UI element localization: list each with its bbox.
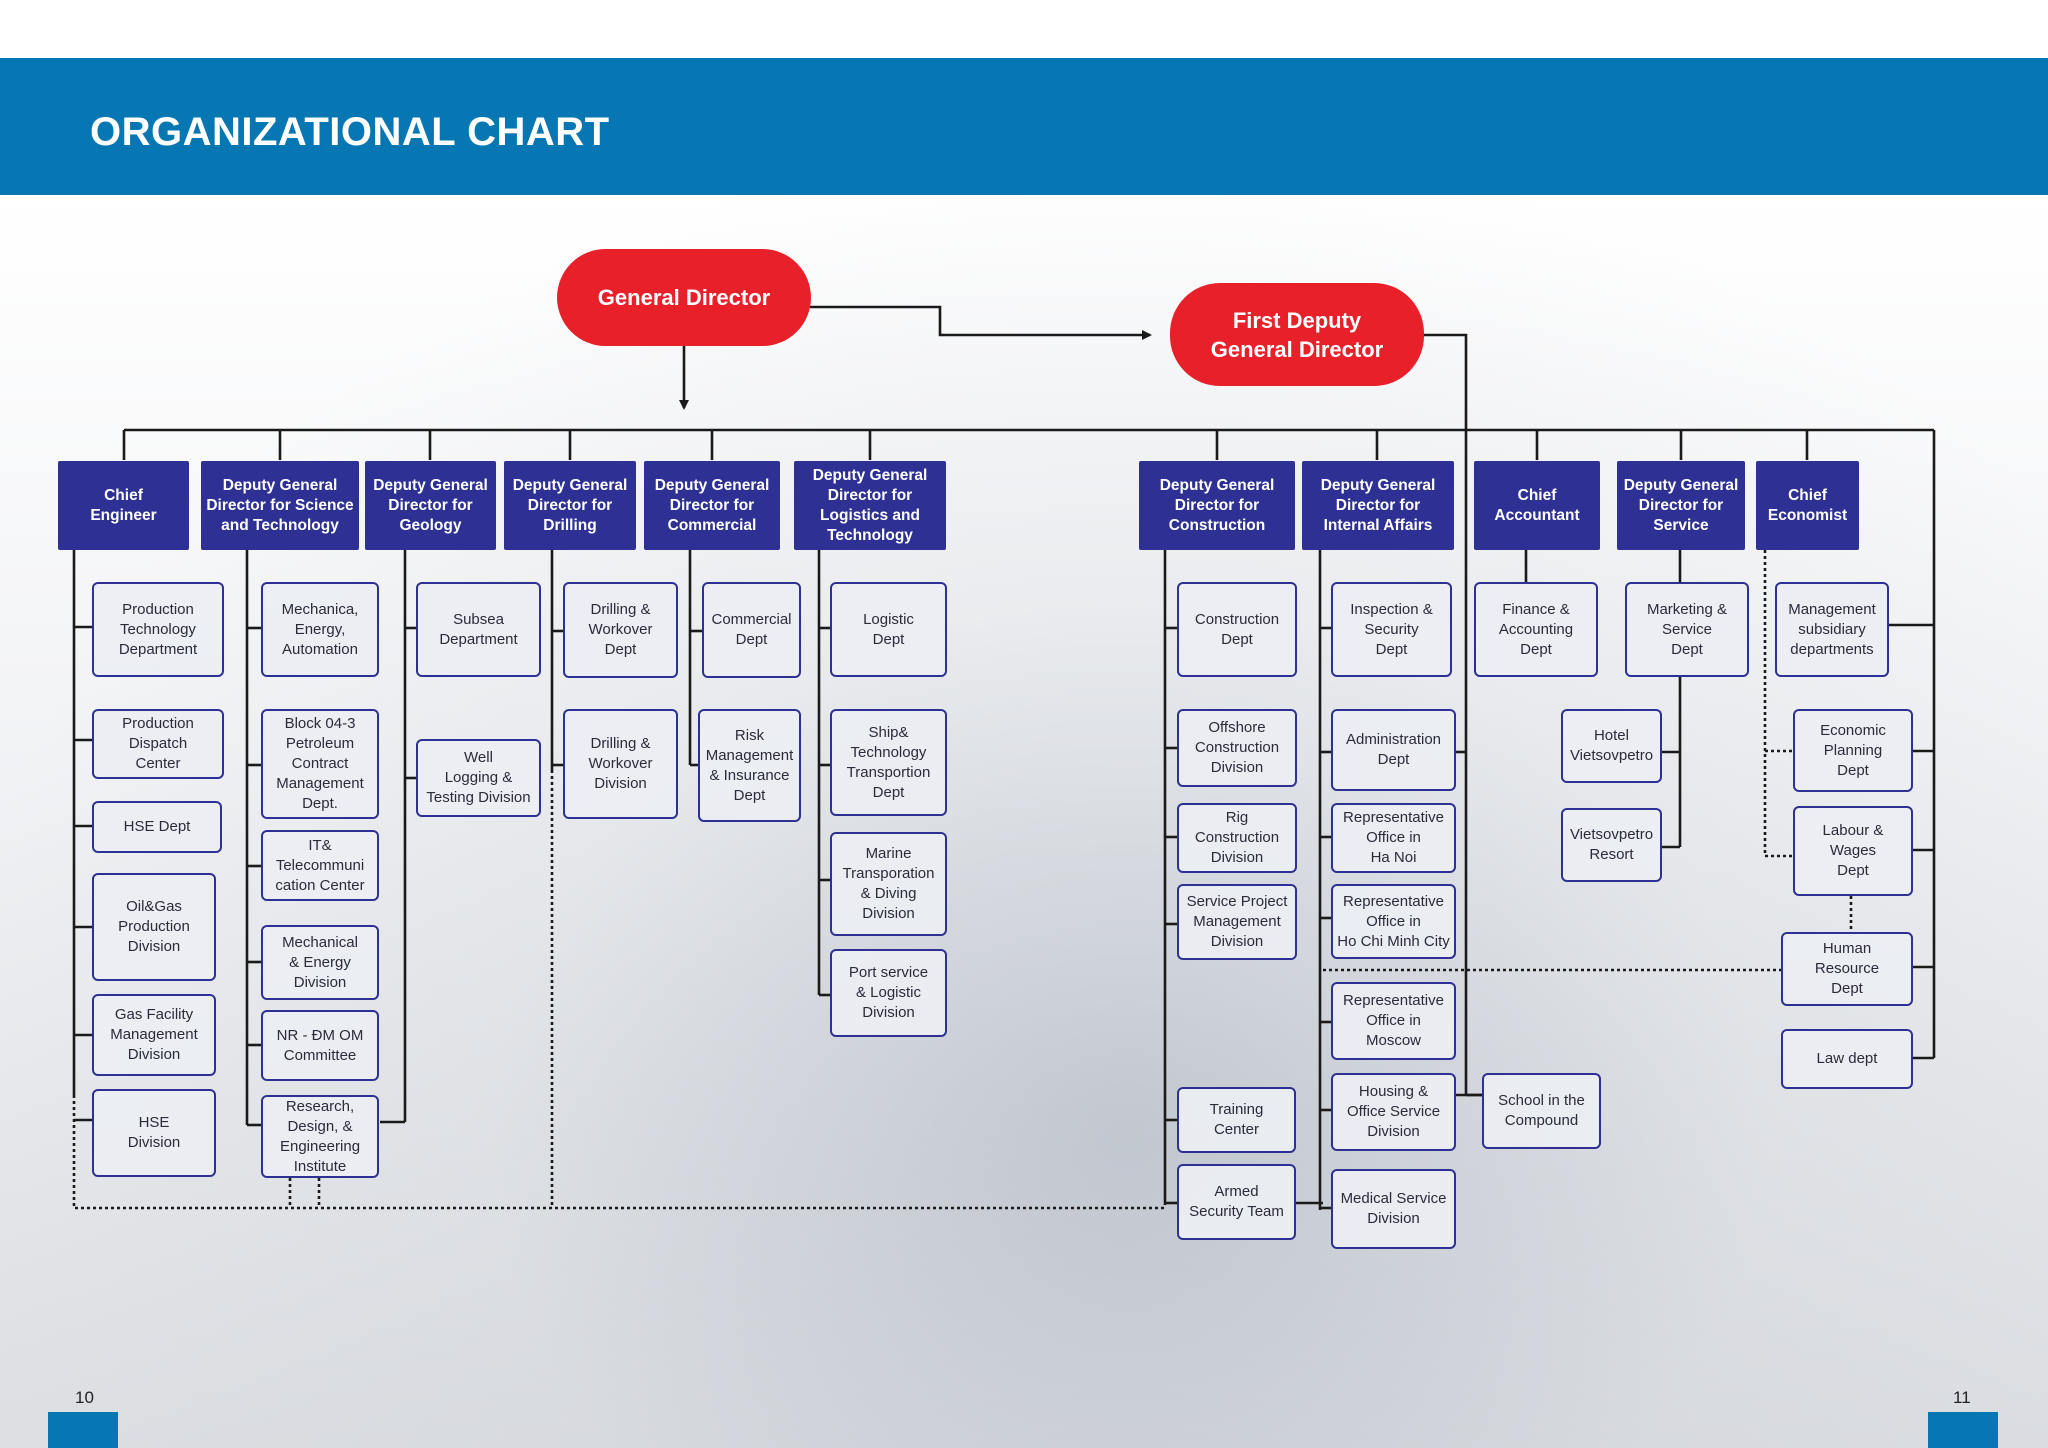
unit-representative-office-ho-chi-minh-city: Representative Office in Ho Chi Minh Cit… — [1331, 884, 1456, 959]
head-dgd-science-technology: Deputy General Director for Science and … — [201, 461, 359, 550]
unit-labour-wages-dept: Labour & Wages Dept — [1793, 806, 1913, 896]
unit-armed-security-team: Armed Security Team — [1177, 1164, 1296, 1240]
unit-marine-transporation-diving-division: Marine Transporation & Diving Division — [830, 832, 947, 936]
unit-training-center: Training Center — [1177, 1087, 1296, 1153]
unit-mechanical-energy-division: Mechanical & Energy Division — [261, 925, 379, 1000]
unit-risk-management-insurance-dept: Risk Management & Insurance Dept — [698, 709, 801, 822]
unit-oil-gas-production-division: Oil&Gas Production Division — [92, 873, 216, 981]
unit-ship-technology-transportion-dept: Ship& Technology Transportion Dept — [830, 709, 947, 816]
first-deputy-general-director-box: First Deputy General Director — [1170, 283, 1424, 386]
head-chief-accountant: Chief Accountant — [1474, 461, 1600, 550]
unit-nr-dm-om-committee: NR - ĐM OM Committee — [261, 1010, 379, 1081]
unit-service-project-management-division: Service Project Management Division — [1177, 884, 1297, 960]
unit-gas-facility-management-division: Gas Facility Management Division — [92, 994, 216, 1076]
unit-hotel-vietsovpetro: Hotel Vietsovpetro — [1561, 709, 1662, 783]
unit-mechanica-energy-automation: Mechanica, Energy, Automation — [261, 582, 379, 677]
unit-it-telecommunication-center: IT& Telecommuni cation Center — [261, 830, 379, 901]
unit-management-subsidiary-departments: Management subsidiary departments — [1775, 582, 1889, 677]
head-dgd-logistics-technology: Deputy General Director for Logistics an… — [794, 461, 946, 550]
unit-vietsovpetro-resort: Vietsovpetro Resort — [1561, 808, 1662, 882]
head-dgd-commercial: Deputy General Director for Commercial — [644, 461, 780, 550]
background-sea-photo — [0, 196, 2048, 1448]
unit-school-in-the-compound: School in the Compound — [1482, 1073, 1601, 1149]
unit-construction-dept: Construction Dept — [1177, 582, 1297, 677]
head-chief-engineer: Chief Engineer — [58, 461, 189, 550]
unit-rig-construction-division: Rig Construction Division — [1177, 803, 1297, 873]
head-dgd-internal-affairs: Deputy General Director for Internal Aff… — [1302, 461, 1454, 550]
unit-hse-dept: HSE Dept — [92, 801, 222, 853]
unit-hse-division: HSE Division — [92, 1089, 216, 1177]
unit-human-resource-dept: Human Resource Dept — [1781, 932, 1913, 1006]
unit-port-service-logistic-division: Port service & Logistic Division — [830, 949, 947, 1037]
head-dgd-construction: Deputy General Director for Construction — [1139, 461, 1295, 550]
unit-well-logging-testing-division: Well Logging & Testing Division — [416, 739, 541, 817]
unit-subsea-department: Subsea Department — [416, 582, 541, 677]
unit-representative-office-moscow: Representative Office in Moscow — [1331, 982, 1456, 1060]
head-dgd-drilling: Deputy General Director for Drilling — [504, 461, 636, 550]
unit-production-dispatch-center: Production Dispatch Center — [92, 709, 224, 779]
head-chief-economist: Chief Economist — [1756, 461, 1859, 550]
general-director-box: General Director — [557, 249, 811, 346]
head-dgd-service: Deputy General Director for Service — [1617, 461, 1745, 550]
unit-medical-service-division: Medical Service Division — [1331, 1169, 1456, 1249]
unit-administration-dept: Administration Dept — [1331, 709, 1456, 791]
corner-tab-left — [48, 1412, 118, 1448]
unit-production-technology-department: Production Technology Department — [92, 582, 224, 677]
unit-inspection-security-dept: Inspection & Security Dept — [1331, 582, 1452, 677]
unit-representative-office-ha-noi: Representative Office in Ha Noi — [1331, 803, 1456, 873]
page-title: ORGANIZATIONAL CHART — [90, 110, 610, 154]
unit-block-043-petroleum-contract: Block 04-3 Petroleum Contract Management… — [261, 709, 379, 819]
unit-research-design-engineering-institute: Research, Design, & Engineering Institut… — [261, 1095, 379, 1178]
header-banner — [0, 58, 2048, 195]
unit-commercial-dept: Commercial Dept — [702, 582, 801, 678]
unit-drilling-workover-dept: Drilling & Workover Dept — [563, 582, 678, 678]
unit-housing-office-service-division: Housing & Office Service Division — [1331, 1073, 1456, 1151]
unit-marketing-service-dept: Marketing & Service Dept — [1625, 582, 1749, 677]
page-number-right: 11 — [1953, 1388, 1971, 1407]
unit-logistic-dept: Logistic Dept — [830, 582, 947, 677]
unit-law-dept: Law dept — [1781, 1029, 1913, 1089]
page-number-left: 10 — [75, 1388, 94, 1407]
unit-drilling-workover-division: Drilling & Workover Division — [563, 709, 678, 819]
corner-tab-right — [1928, 1412, 1998, 1448]
head-dgd-geology: Deputy General Director for Geology — [365, 461, 496, 550]
unit-offshore-construction-division: Offshore Construction Division — [1177, 709, 1297, 787]
unit-economic-planning-dept: Economic Planning Dept — [1793, 709, 1913, 792]
unit-finance-accounting-dept: Finance & Accounting Dept — [1474, 582, 1598, 677]
